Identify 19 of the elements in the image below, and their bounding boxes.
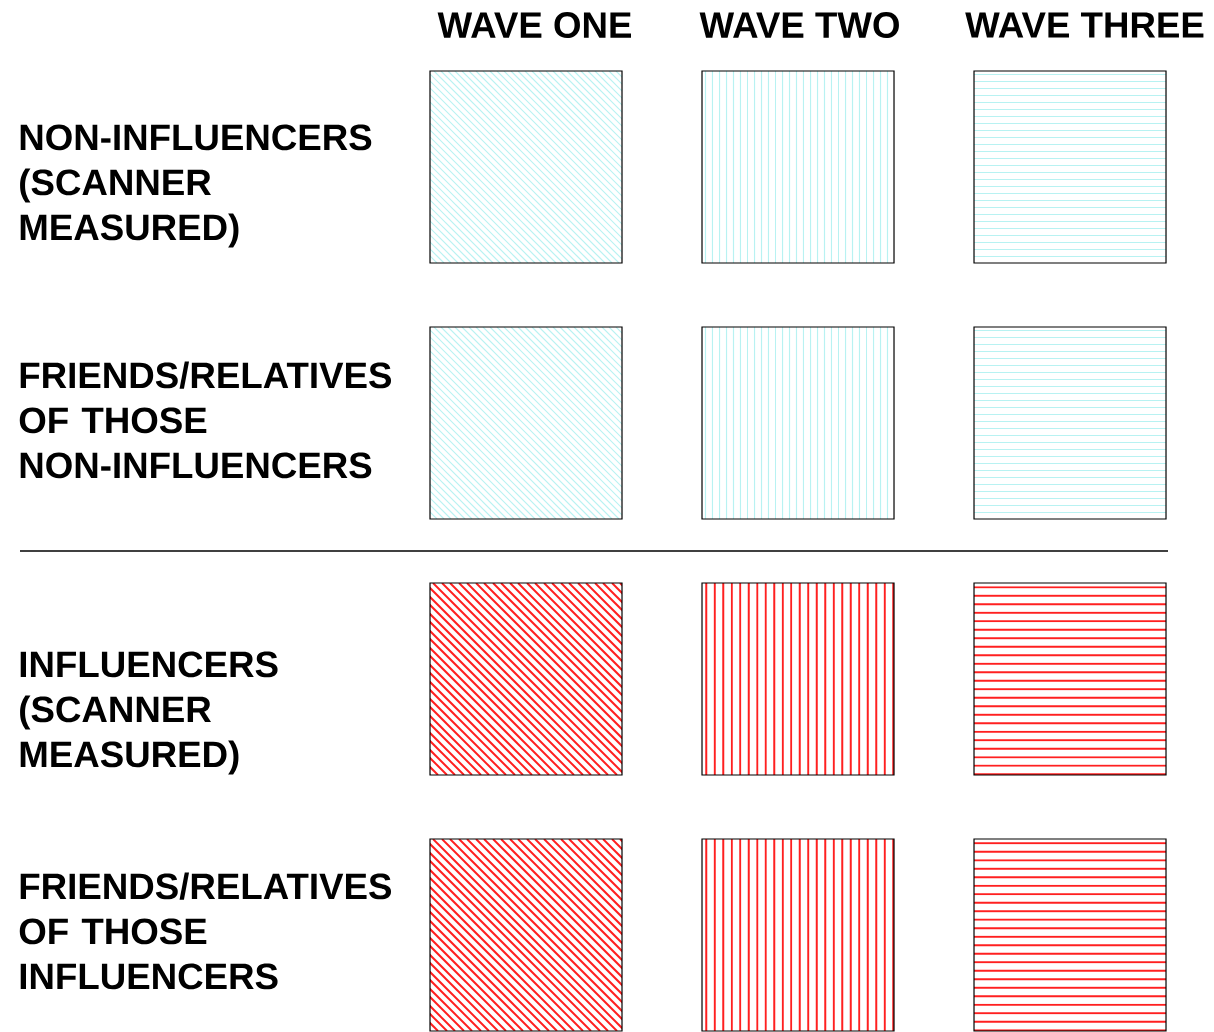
hatched-square [701,582,895,776]
hatched-square [973,70,1167,264]
hatched-square [701,326,895,520]
row-label: INFLUENCERS (SCANNER MEASURED) [20,651,278,775]
hatched-square [973,326,1167,520]
column-heading: WAVE THREE [965,12,1204,38]
hatched-square [429,70,623,264]
hatched-square [701,838,895,1032]
column-heading: WAVE ONE [437,12,631,38]
hatched-square [973,582,1167,776]
hatched-square [429,582,623,776]
row-label: NON-INFLUENCERS (SCANNER MEASURED) [20,124,372,248]
row-label: FRIENDS/RELATIVES OF THOSE NON-INFLUENCERS [19,361,391,479]
column-heading: WAVE TWO [699,12,899,38]
hatched-square [701,70,895,264]
row-label: FRIENDS/RELATIVES OF THOSE INFLUENCERS [19,872,391,990]
hatched-square [429,838,623,1032]
hatched-square [429,326,623,520]
hatched-square [973,838,1167,1032]
